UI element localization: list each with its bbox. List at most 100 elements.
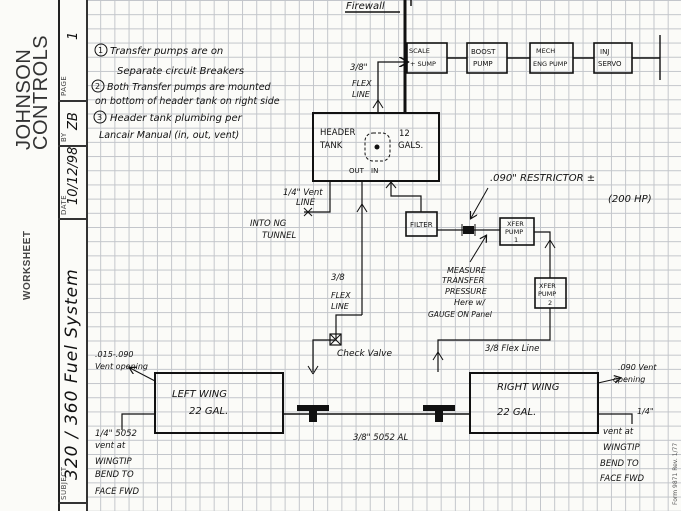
outlet-arrowhead xyxy=(361,203,368,213)
vent-line-top-dest-2: TUNNEL xyxy=(262,231,297,241)
note-2-marker xyxy=(91,79,105,93)
measure-pointer xyxy=(469,236,486,263)
measure-pressure-1: MEASURE xyxy=(447,266,487,275)
left-wing-label-1: LEFT WING xyxy=(172,389,227,400)
left-wing-tank-box xyxy=(154,372,284,434)
flex-line-mid-label-2: LINE xyxy=(331,302,350,311)
vent-line-top-size: 1/4" Vent xyxy=(283,188,323,198)
boost-pump-label-1: BOOST xyxy=(471,48,496,56)
header-tank-outlet-dot xyxy=(374,144,380,150)
inj-servo-label-1: INJ xyxy=(600,48,609,56)
left-wingtip-vent-4: BEND TO xyxy=(95,470,134,480)
note-3-text: Header tank plumbing per xyxy=(110,113,243,124)
left-vent-opening-size: .015-.090 xyxy=(95,350,134,359)
strip-field-divider xyxy=(58,100,86,102)
right-arrowhead xyxy=(437,351,444,361)
vent-cross-mark xyxy=(303,207,313,217)
filter-to-header-line xyxy=(390,181,422,212)
measure-pressure-5: GAUGE ON Panel xyxy=(428,310,493,319)
pump-arrowhead xyxy=(549,239,556,249)
scale-sump-label-2: + SUMP xyxy=(410,60,436,68)
inj-servo-label-2: SERVO xyxy=(598,60,622,68)
left-wingtip-vent-2: vent at xyxy=(95,441,126,451)
note-1-marker xyxy=(94,43,108,57)
right-arrowhead xyxy=(432,351,439,361)
note-3-text-cont: Lancair Manual (in, out, vent) xyxy=(99,130,239,141)
flex-line-top-size: 3/8" xyxy=(350,63,368,73)
right-wing-label-2: 22 GAL. xyxy=(497,407,536,418)
vent-line-top-dest-1: INTO NG xyxy=(250,219,287,229)
crossover-label: 3/8" 5052 AL xyxy=(353,433,408,443)
pump-arrowhead xyxy=(544,239,551,249)
flex-line-top-label-2: LINE xyxy=(352,90,371,99)
right-wing-vent-line xyxy=(598,413,633,424)
filter-arrowhead xyxy=(385,181,392,189)
note-3-number: 3 xyxy=(97,113,102,122)
header-tank-in-label: IN xyxy=(371,167,378,175)
note-3-marker xyxy=(93,110,107,124)
left-wingtip-vent-5: FACE FWD xyxy=(95,487,140,497)
note-1-text: Transfer pumps are on xyxy=(110,46,223,57)
outlet-arrowhead xyxy=(356,203,363,213)
right-vent-opening-pointer xyxy=(597,378,620,384)
notes-block: 1 Transfer pumps are on Separate circuit… xyxy=(91,43,280,141)
header-tank-box xyxy=(312,112,440,182)
header-tank-capacity-1: 12 xyxy=(399,129,410,139)
check-valve-x xyxy=(329,333,342,346)
measure-pressure-2: TRANSFER xyxy=(442,276,484,285)
header-tank-title-1: HEADER xyxy=(320,128,355,138)
vent-line-top-label: LINE xyxy=(296,198,316,208)
note-2-text-cont: on bottom of header tank on right side xyxy=(95,96,280,107)
right-vent-opening-size: .090 Vent xyxy=(618,363,657,372)
pump2-to-right-line xyxy=(437,308,551,372)
right-wing-label-1: RIGHT WING xyxy=(497,382,560,393)
mech-eng-pump-label-2: ENG PUMP xyxy=(533,60,567,68)
right-wing-tank-box xyxy=(469,372,599,434)
header-vent-line xyxy=(304,181,331,213)
check-valve-label: Check Valve xyxy=(337,349,392,359)
restrictor-label: .090" RESTRICTOR ± xyxy=(490,173,595,184)
firewall-label: Firewall xyxy=(346,1,385,12)
strip-field-divider xyxy=(58,218,86,220)
right-vent-opening-label: opening xyxy=(613,375,645,384)
measure-pressure-4: Here w/ xyxy=(454,298,486,307)
mech-eng-pump-label-1: MECH xyxy=(536,47,555,55)
xfer-pump-1-label-3: 1 xyxy=(514,236,518,244)
header-tank-outlet-dashed xyxy=(364,132,391,162)
xfer-pump-2-label-2: PUMP xyxy=(538,290,556,298)
flex-line-mid-size: 3/8 xyxy=(331,273,345,283)
down-arrowhead xyxy=(312,365,319,375)
note-1-number: 1 xyxy=(98,46,103,55)
right-wingtip-vent-3: WINGTIP xyxy=(603,443,641,453)
left-vent-opening-label: Vent opening xyxy=(95,362,148,371)
header-tank-title-2: TANK xyxy=(319,141,343,151)
check-valve-symbol xyxy=(329,333,342,346)
left-wingtip-vent-3: WINGTIP xyxy=(95,457,133,467)
strip-divider-line xyxy=(58,0,60,511)
xfer-pump-2-label-3: 2 xyxy=(548,299,552,307)
flex-line-top-label-1: FLEX xyxy=(352,79,372,88)
left-wingtip-vent-1: 1/4" 5052 xyxy=(95,429,137,439)
strip-field-divider xyxy=(58,145,86,147)
restrictor-pointer xyxy=(471,187,489,218)
strip-border-line xyxy=(86,0,88,511)
flex-line-top-arrowhead xyxy=(377,99,384,109)
left-tee-stem xyxy=(309,405,317,422)
scale-sump-label-1: SCALE xyxy=(409,47,430,55)
restrictor-hp-label: (200 HP) xyxy=(608,194,652,205)
header-tank-out-label: OUT xyxy=(349,167,365,175)
note-2-number: 2 xyxy=(95,82,100,91)
tank-to-sump-line xyxy=(377,62,407,113)
left-wing-label-2: 22 GAL. xyxy=(189,406,228,417)
xfer-pump-2-label-1: XFER xyxy=(539,282,556,290)
right-wingtip-vent-1: 1/4" xyxy=(637,407,654,416)
filter-label: FILTER xyxy=(410,221,433,229)
note-1-text-cont: Separate circuit Breakers xyxy=(117,66,244,77)
right-wingtip-vent-4: BEND TO xyxy=(600,459,639,469)
flex-line-top-arrowhead xyxy=(372,99,379,109)
note-2-text: Both Transfer pumps are mounted xyxy=(107,82,272,93)
flex-line-right-label: 3/8 Flex Line xyxy=(485,344,539,354)
header-tank-capacity-2: GALS. xyxy=(398,141,423,151)
